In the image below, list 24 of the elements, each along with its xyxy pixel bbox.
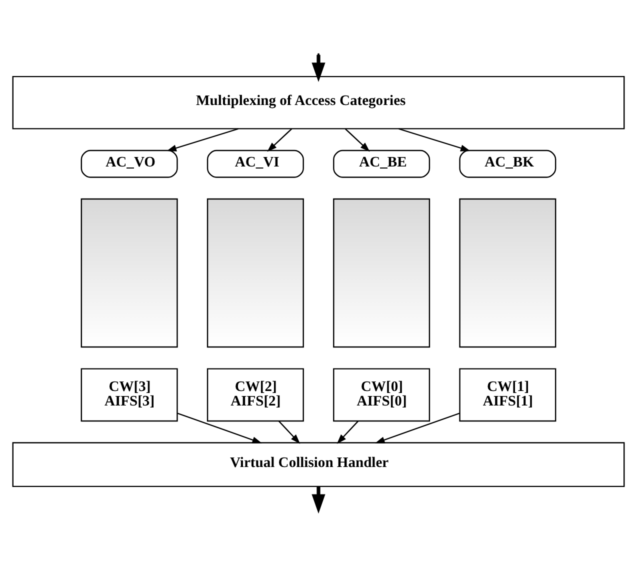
node-box — [80, 198, 178, 348]
arrow — [177, 412, 262, 443]
arrow — [336, 420, 359, 444]
node-box: AC_BE — [333, 149, 430, 178]
arrow — [375, 412, 460, 443]
node-box — [206, 198, 304, 348]
node-box: AC_BK — [459, 149, 556, 178]
node-box: CW[2] AIFS[2] — [206, 368, 304, 422]
node-box: AC_VO — [80, 149, 178, 178]
node-box: CW[3] AIFS[3] — [80, 368, 178, 422]
arrow — [312, 486, 326, 514]
node-box: CW[0] AIFS[0] — [333, 368, 430, 422]
node-box — [333, 198, 430, 348]
node-box — [459, 198, 556, 348]
arrow — [344, 128, 370, 152]
arrow — [398, 128, 470, 151]
arrow — [166, 128, 238, 151]
node-box: Virtual Collision Handler — [12, 442, 625, 487]
node-box: CW[1] AIFS[1] — [459, 368, 556, 422]
arrow — [267, 128, 292, 152]
arrow — [278, 420, 300, 444]
arrow — [312, 54, 326, 82]
node-box: Multiplexing of Access Categories — [12, 75, 625, 129]
node-box: AC_VI — [206, 149, 304, 178]
